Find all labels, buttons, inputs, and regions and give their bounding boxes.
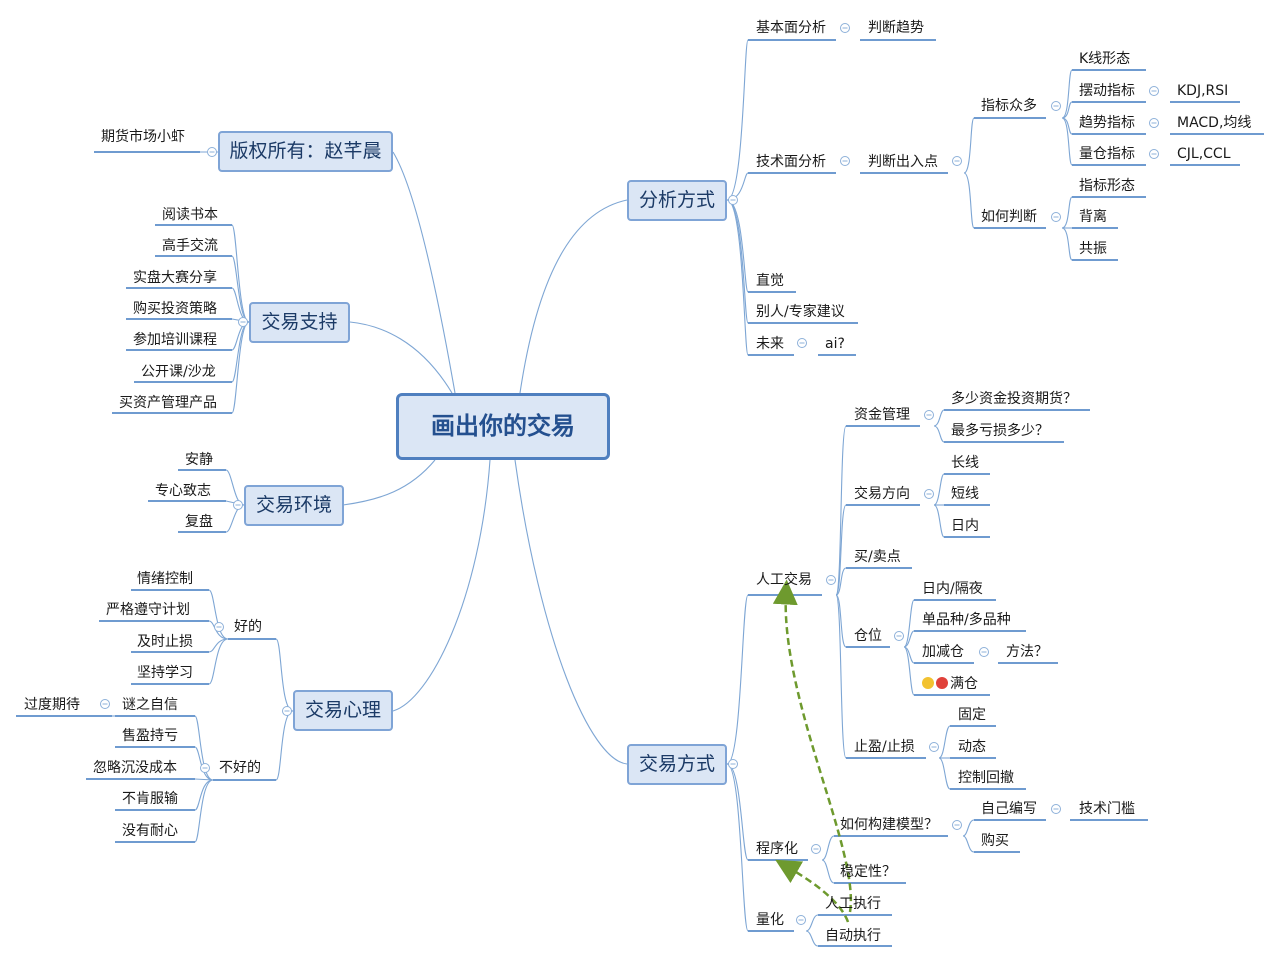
quant-item[interactable]: 人工执行 [825,896,881,912]
topic-trading[interactable]: 交易方式 [627,744,727,785]
model-buy[interactable]: 购买 [981,833,1009,849]
collapse-markers[interactable] [100,23,1159,925]
intuition[interactable]: 直觉 [756,273,784,289]
topic-psychology[interactable]: 交易心理 [293,690,393,731]
underlines [16,39,1264,947]
indicator-volume[interactable]: 量仓指标 [1079,146,1135,162]
environment-item[interactable]: 专心致志 [155,483,211,499]
many-indicators[interactable]: 指标众多 [981,98,1037,114]
stop-profit-loss[interactable]: 止盈/止损 [854,739,915,755]
psychology-bad[interactable]: 不好的 [219,760,261,776]
psychology-bad-item[interactable]: 谜之自信 [122,697,178,713]
programmatic[interactable]: 程序化 [756,841,798,857]
indicator-oscillator[interactable]: 摆动指标 [1079,83,1135,99]
psychology-bad-item[interactable]: 忽略沉没成本 [93,760,177,776]
topic-copyright[interactable]: 版权所有：赵芊晨 [218,131,393,172]
fundamental-child[interactable]: 判断趋势 [868,20,924,36]
psychology-bad-item[interactable]: 没有耐心 [122,823,178,839]
future-child[interactable]: ai? [825,336,845,352]
relationship-arrows [772,579,853,923]
position-adjust[interactable]: 加减仓 [922,644,964,660]
psychology-good-item[interactable]: 情绪控制 [137,571,193,587]
model-self-child[interactable]: 技术门槛 [1079,801,1135,817]
sad-face-icon [922,677,934,689]
support-item[interactable]: 购买投资策略 [133,301,217,317]
stability[interactable]: 稳定性？ [840,864,896,880]
indicator-trend-child[interactable]: MACD,均线 [1177,115,1252,131]
psychology-bad-item[interactable]: 售盈持亏 [122,728,178,744]
trade-direction[interactable]: 交易方向 [854,486,910,502]
topic-analysis[interactable]: 分析方式 [627,180,727,221]
judge-item[interactable]: 共振 [1079,241,1107,257]
capital-item[interactable]: 多少资金投资期货？ [951,391,1077,407]
quant-item[interactable]: 自动执行 [825,928,881,944]
indicator-trend[interactable]: 趋势指标 [1079,115,1135,131]
copyright-child[interactable]: 期货市场小虾 [101,129,185,145]
cross-icon [936,677,948,689]
support-item[interactable]: 高手交流 [162,238,218,254]
psychology-good-item[interactable]: 及时止损 [137,634,193,650]
stop-item[interactable]: 控制回撤 [958,770,1014,786]
indicator-volume-child[interactable]: CJL,CCL [1177,146,1231,162]
judge-item[interactable]: 背离 [1079,209,1107,225]
position[interactable]: 仓位 [854,628,882,644]
central-topic[interactable]: 画出你的交易 [396,393,610,460]
how-judge[interactable]: 如何判断 [981,209,1037,225]
overconfidence-child[interactable]: 过度期待 [24,697,80,713]
stop-item[interactable]: 动态 [958,739,986,755]
indicator-oscillator-child[interactable]: KDJ,RSI [1177,83,1229,99]
support-item[interactable]: 买资产管理产品 [119,395,217,411]
support-item[interactable]: 阅读书本 [162,207,218,223]
manual-trading[interactable]: 人工交易 [756,572,812,588]
fundamental-analysis[interactable]: 基本面分析 [756,20,826,36]
environment-item[interactable]: 复盘 [185,514,213,530]
build-model[interactable]: 如何构建模型？ [840,817,938,833]
position-intraday[interactable]: 日内/隔夜 [922,581,983,597]
expert-advice[interactable]: 别人/专家建议 [756,304,845,320]
direction-item[interactable]: 日内 [951,518,979,534]
psychology-bad-item[interactable]: 不肯服输 [122,791,178,807]
environment-item[interactable]: 安静 [185,452,213,468]
psychology-good-item[interactable]: 坚持学习 [137,665,193,681]
topic-environment[interactable]: 交易环境 [244,485,344,526]
psychology-good-item[interactable]: 严格遵守计划 [106,602,190,618]
support-item[interactable]: 参加培训课程 [133,332,217,348]
technical-analysis[interactable]: 技术面分析 [756,154,826,170]
judge-item[interactable]: 指标形态 [1079,178,1135,194]
future[interactable]: 未来 [756,336,784,352]
topic-support[interactable]: 交易支持 [249,302,350,343]
psychology-good[interactable]: 好的 [234,619,262,635]
direction-item[interactable]: 长线 [951,455,979,471]
capital-management[interactable]: 资金管理 [854,407,910,423]
quant[interactable]: 量化 [756,912,784,928]
stop-item[interactable]: 固定 [958,707,986,723]
capital-item[interactable]: 最多亏损多少？ [951,423,1049,439]
technical-child[interactable]: 判断出入点 [868,154,938,170]
position-adjust-child[interactable]: 方法？ [1006,644,1048,660]
support-item[interactable]: 公开课/沙龙 [141,364,216,380]
position-full[interactable]: 满仓 [922,675,978,693]
position-variety[interactable]: 单品种/多品种 [922,612,1011,628]
position-full-label: 满仓 [950,676,978,692]
model-self[interactable]: 自己编写 [981,801,1037,817]
buy-sell-point[interactable]: 买/卖点 [854,549,901,565]
indicator-kline[interactable]: K线形态 [1079,51,1131,67]
direction-item[interactable]: 短线 [951,486,979,502]
support-item[interactable]: 实盘大赛分享 [133,270,217,286]
